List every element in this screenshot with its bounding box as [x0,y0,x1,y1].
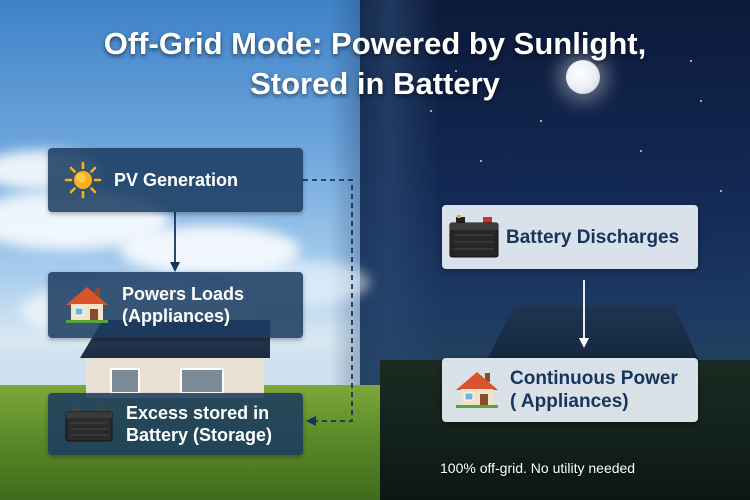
sun-icon [64,161,102,199]
arrow-head [306,416,316,426]
title-line-2: Stored in Battery [250,66,500,101]
nighttime-solar-roof [485,305,700,363]
pv-generation-label: PV Generation [114,170,239,190]
house-window [180,368,224,394]
title-line-1: Off-Grid Mode: Powered by Sunlight, [103,26,647,61]
house-icon [454,370,500,410]
pv-generation-box: PV Generation [48,148,303,212]
arrow-head [579,338,589,348]
battery-icon [64,405,114,443]
star [540,120,542,122]
moon [566,60,600,94]
star [700,100,702,102]
powers-loads-label: Powers Loads (Appliances) [122,284,245,326]
battery-icon [448,215,500,259]
battery-discharges-box: Battery Discharges [442,205,698,269]
star [610,40,612,42]
star [640,150,642,152]
battery-discharges-label: Battery Discharges [506,226,680,248]
page-title: Off-Grid Mode: Powered by Sunlight, Stor… [0,24,750,104]
continuous-power-label: Continuous Power ( Appliances) [510,368,678,412]
dashed-arrow-pv-to-battery [303,179,353,422]
star [720,190,722,192]
excess-stored-label: Excess stored in Battery (Storage) [126,403,273,445]
star [690,60,692,62]
star [480,160,482,162]
footer-note: 100% off-grid. No utility needed [440,460,636,476]
powers-loads-box: Powers Loads (Appliances) [48,272,303,338]
star [455,70,457,72]
excess-stored-box: Excess stored in Battery (Storage) [48,393,303,455]
arrow-head [170,262,180,272]
house-icon [64,285,110,325]
daytime-house [80,320,270,398]
star [430,110,432,112]
continuous-power-box: Continuous Power ( Appliances) [442,358,698,422]
